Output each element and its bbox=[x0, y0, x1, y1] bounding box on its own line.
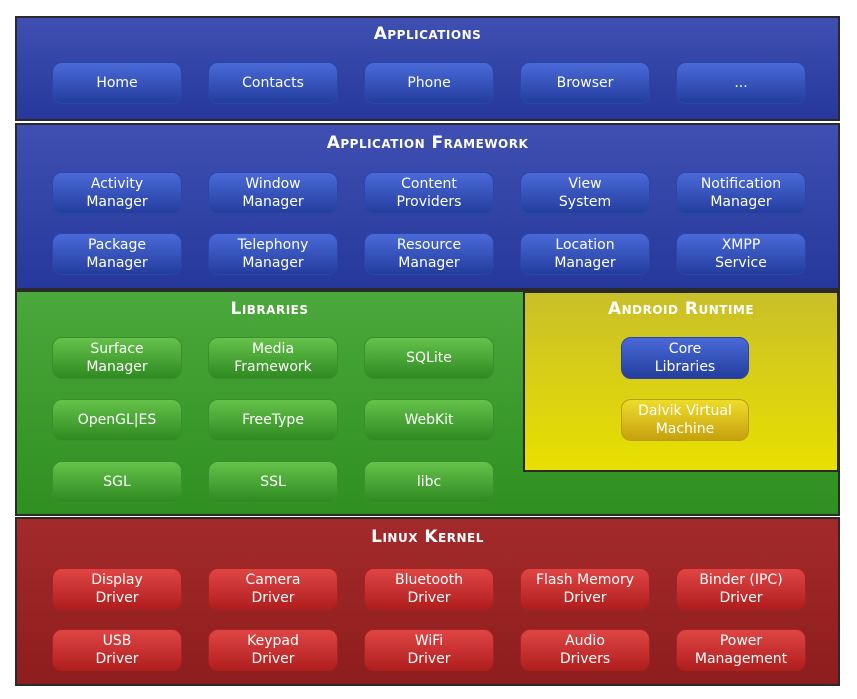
block-package-manager: Package Manager bbox=[52, 233, 182, 275]
block-camera-driver: Camera Driver bbox=[208, 568, 338, 610]
block-notification-manager: Notification Manager bbox=[676, 172, 806, 214]
block-media-framework: Media Framework bbox=[208, 337, 338, 379]
block-dalvik-vm: Dalvik Virtual Machine bbox=[621, 399, 749, 441]
block-activity-manager: Activity Manager bbox=[52, 172, 182, 214]
block-location-manager: Location Manager bbox=[520, 233, 650, 275]
libraries-title: Libraries bbox=[230, 299, 309, 319]
block-home: Home bbox=[52, 62, 182, 104]
block-resource-manager: Resource Manager bbox=[364, 233, 494, 275]
block-audio-drivers: Audio Drivers bbox=[520, 629, 650, 671]
block-xmpp-service: XMPP Service bbox=[676, 233, 806, 275]
block-ssl: SSL bbox=[208, 461, 338, 503]
block-telephony-manager: Telephony Manager bbox=[208, 233, 338, 275]
block-power-management: Power Management bbox=[676, 629, 806, 671]
block-browser: Browser bbox=[520, 62, 650, 104]
block-display-driver: Display Driver bbox=[52, 568, 182, 610]
block-sqlite: SQLite bbox=[364, 337, 494, 379]
block-wifi-driver: WiFi Driver bbox=[364, 629, 494, 671]
block-opengl-es: OpenGL|ES bbox=[52, 399, 182, 441]
block-libc: libc bbox=[364, 461, 494, 503]
runtime-title: Android Runtime bbox=[607, 299, 755, 319]
block-webkit: WebKit bbox=[364, 399, 494, 441]
framework-layer: Application Framework Activity Manager W… bbox=[15, 123, 840, 290]
block-flash-memory-driver: Flash Memory Driver bbox=[520, 568, 650, 610]
block-bluetooth-driver: Bluetooth Driver bbox=[364, 568, 494, 610]
block-view-system: View System bbox=[520, 172, 650, 214]
block-core-libraries: Core Libraries bbox=[621, 337, 749, 379]
block-freetype: FreeType bbox=[208, 399, 338, 441]
applications-title: Applications bbox=[373, 24, 482, 44]
block-contacts: Contacts bbox=[208, 62, 338, 104]
block-surface-manager: Surface Manager bbox=[52, 337, 182, 379]
block-keypad-driver: Keypad Driver bbox=[208, 629, 338, 671]
block-sgl: SGL bbox=[52, 461, 182, 503]
block-phone: Phone bbox=[364, 62, 494, 104]
block-content-providers: Content Providers bbox=[364, 172, 494, 214]
block-usb-driver: USB Driver bbox=[52, 629, 182, 671]
kernel-title: Linux Kernel bbox=[371, 527, 484, 547]
runtime-layer: Android Runtime Core Libraries Dalvik Vi… bbox=[523, 291, 839, 472]
applications-layer: Applications Home Contacts Phone Browser… bbox=[15, 16, 840, 121]
framework-title: Application Framework bbox=[326, 133, 529, 153]
block-binder-ipc-driver: Binder (IPC) Driver bbox=[676, 568, 806, 610]
block-window-manager: Window Manager bbox=[208, 172, 338, 214]
block-more: ... bbox=[676, 62, 806, 104]
kernel-layer: Linux Kernel Display Driver Camera Drive… bbox=[15, 517, 840, 686]
